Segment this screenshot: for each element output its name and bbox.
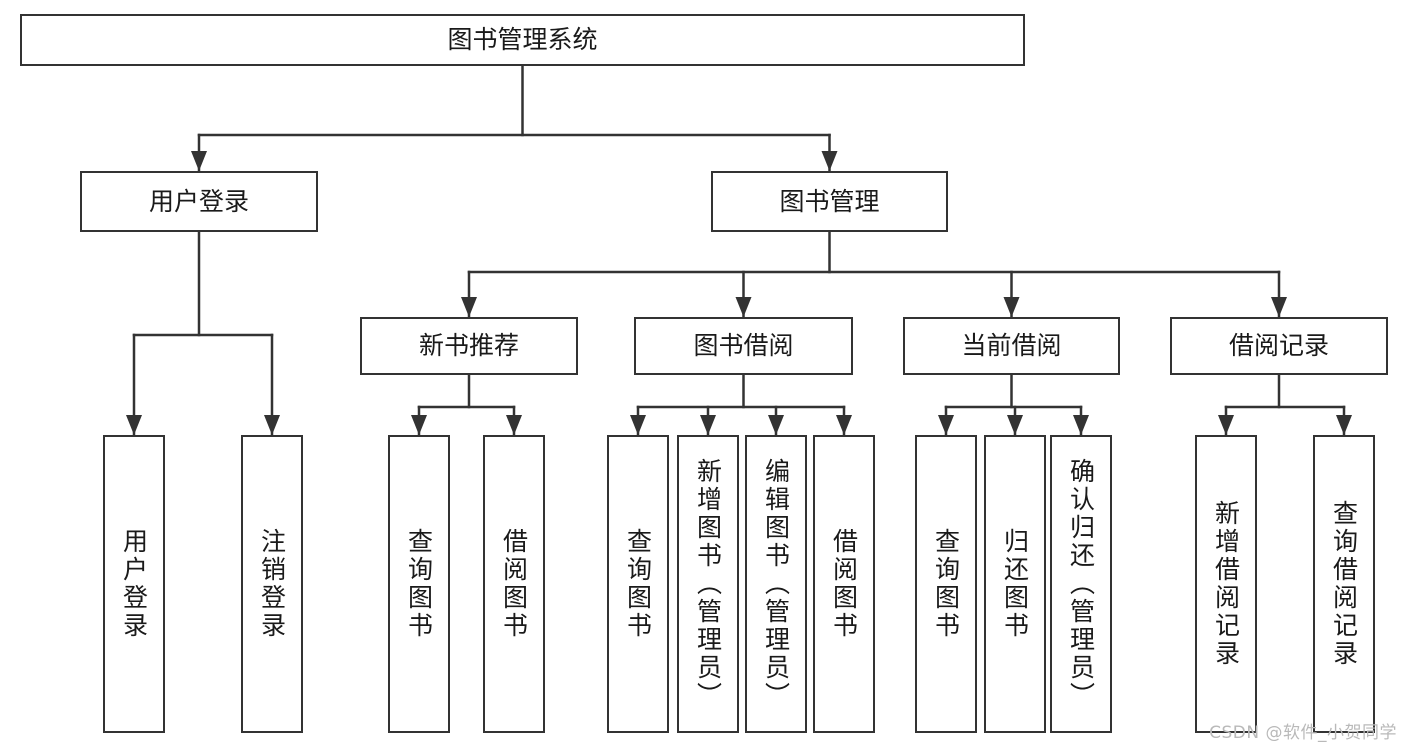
node-leaf-add-book[interactable]: 新增图书（管理员） [677,435,739,733]
node-label: 查询图书 [404,528,434,640]
node-borrow-record[interactable]: 借阅记录 [1170,317,1388,375]
node-label: 查询图书 [623,528,653,640]
node-book-borrow[interactable]: 图书借阅 [634,317,853,375]
node-label: 图书借阅 [693,331,794,360]
node-label: 借阅图书 [499,528,529,640]
node-label: 归还图书 [1000,528,1030,640]
node-leaf-query-book-3[interactable]: 查询图书 [915,435,977,733]
node-book-manage[interactable]: 图书管理 [711,171,948,232]
node-label: 编辑图书（管理员） [761,458,791,710]
node-label: 借阅图书 [829,528,859,640]
node-label: 新增借阅记录 [1211,500,1241,668]
node-label: 当前借阅 [961,331,1062,360]
node-leaf-edit-book[interactable]: 编辑图书（管理员） [745,435,807,733]
node-leaf-confirm-return[interactable]: 确认归还（管理员） [1050,435,1112,733]
node-leaf-user-login[interactable]: 用户登录 [103,435,165,733]
node-label: 借阅记录 [1228,331,1329,360]
node-label: 查询借阅记录 [1329,500,1359,668]
node-current-borrow[interactable]: 当前借阅 [903,317,1120,375]
node-label: 新书推荐 [418,331,519,360]
node-leaf-user-logout[interactable]: 注销登录 [241,435,303,733]
node-user-login[interactable]: 用户登录 [80,171,318,232]
node-new-book-rec[interactable]: 新书推荐 [360,317,578,375]
node-label: 确认归还（管理员） [1066,458,1096,710]
node-leaf-query-book-2[interactable]: 查询图书 [607,435,669,733]
node-label: 查询图书 [931,528,961,640]
node-label: 图书管理系统 [447,25,598,54]
node-leaf-return-book[interactable]: 归还图书 [984,435,1046,733]
node-label: 图书管理 [779,186,880,216]
node-label: 新增图书（管理员） [693,458,723,710]
node-label: 用户登录 [119,528,149,640]
node-root[interactable]: 图书管理系统 [20,14,1025,66]
node-leaf-borrow-book-2[interactable]: 借阅图书 [813,435,875,733]
watermark-label: CSDN @软件_小贺同学 [1209,723,1397,743]
node-label: 用户登录 [148,186,249,216]
node-leaf-add-record[interactable]: 新增借阅记录 [1195,435,1257,733]
node-leaf-query-record[interactable]: 查询借阅记录 [1313,435,1375,733]
node-leaf-borrow-book-1[interactable]: 借阅图书 [483,435,545,733]
node-leaf-query-book-1[interactable]: 查询图书 [388,435,450,733]
node-label: 注销登录 [257,528,287,640]
